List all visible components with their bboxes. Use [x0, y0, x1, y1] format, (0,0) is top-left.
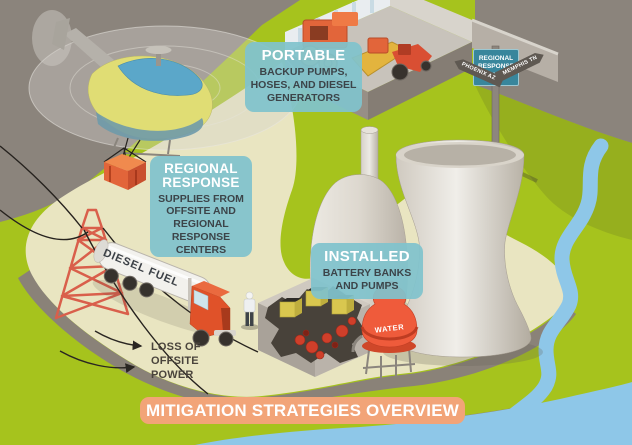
- tractor-front-wheel: [420, 60, 432, 72]
- river-channel: [499, 138, 609, 429]
- cab-wheel: [218, 331, 234, 347]
- callout-portable: PORTABLE BACKUP PUMPS, HOSES, AND DIESEL…: [245, 42, 362, 112]
- loss-arrows: [59, 330, 143, 373]
- tractor-cab: [398, 44, 411, 55]
- tank-band: [360, 326, 419, 341]
- person-head: [245, 291, 254, 300]
- truck-wheel: [139, 282, 155, 298]
- wall-top-edge: [471, 18, 559, 56]
- pad-cliff-edge: [18, 270, 576, 410]
- callout-regional-title: REGIONAL RESPONSE: [162, 161, 240, 190]
- tank-rear-cap: [93, 239, 109, 263]
- installed-pumps: [294, 316, 357, 360]
- tower-rim-inner: [404, 144, 516, 166]
- depot-cliff-right: [368, 42, 472, 120]
- cooling-tower: [394, 139, 532, 358]
- cargo-crate: [103, 147, 147, 190]
- battery-bank: [279, 298, 302, 318]
- truck-wheel: [122, 275, 138, 291]
- tractor-rear-wheel: [391, 63, 409, 81]
- lake: [195, 382, 632, 445]
- callout-installed-body: BATTERY BANKS AND PUMPS: [322, 267, 412, 293]
- pump-detail: [310, 26, 328, 40]
- callout-portable-body: BACKUP PUMPS, HOSES, AND DIESEL GENERATO…: [250, 66, 357, 104]
- rotor-hub: [145, 46, 172, 54]
- callout-regional-response: REGIONAL RESPONSE SUPPLIES FROM OFFSITE …: [150, 156, 252, 257]
- person-leg: [245, 311, 249, 326]
- callout-regional-body: SUPPLIES FROM OFFSITE AND REGIONAL RESPO…: [158, 192, 244, 256]
- cab-wheel: [192, 329, 210, 347]
- truck-wheel: [103, 268, 119, 284]
- generator-unit: [332, 12, 358, 26]
- helicopter: [28, 10, 302, 190]
- belly-stripe: [96, 112, 204, 141]
- power-lines: [0, 145, 259, 395]
- callout-portable-title: PORTABLE: [261, 47, 346, 64]
- river: [195, 138, 632, 445]
- tank-pipe: [351, 334, 363, 353]
- diesel-truck: [92, 239, 236, 347]
- callout-installed-title: INSTALLED: [324, 248, 410, 265]
- person-torso: [243, 298, 256, 313]
- cab-window: [193, 289, 209, 311]
- worker-person: [241, 291, 259, 330]
- truck-cab: [188, 278, 236, 347]
- cab-grill: [221, 308, 230, 332]
- loss-of-offsite-power-label: LOSS OF OFFSITE POWER: [151, 341, 201, 381]
- title-banner: MITIGATION STRATEGIES OVERVIEW: [140, 397, 465, 424]
- callout-installed: INSTALLED BATTERY BANKS AND PUMPS: [311, 243, 423, 299]
- rotor-mast: [156, 50, 161, 66]
- tank-highlight: [107, 245, 209, 288]
- trailer-pump: [367, 37, 389, 54]
- tank-legs: [362, 347, 416, 378]
- exhaust-stack-pipe: [188, 278, 192, 310]
- depot-right-wall: [390, 0, 472, 42]
- tail-fin: [52, 18, 70, 50]
- person-leg: [250, 311, 254, 326]
